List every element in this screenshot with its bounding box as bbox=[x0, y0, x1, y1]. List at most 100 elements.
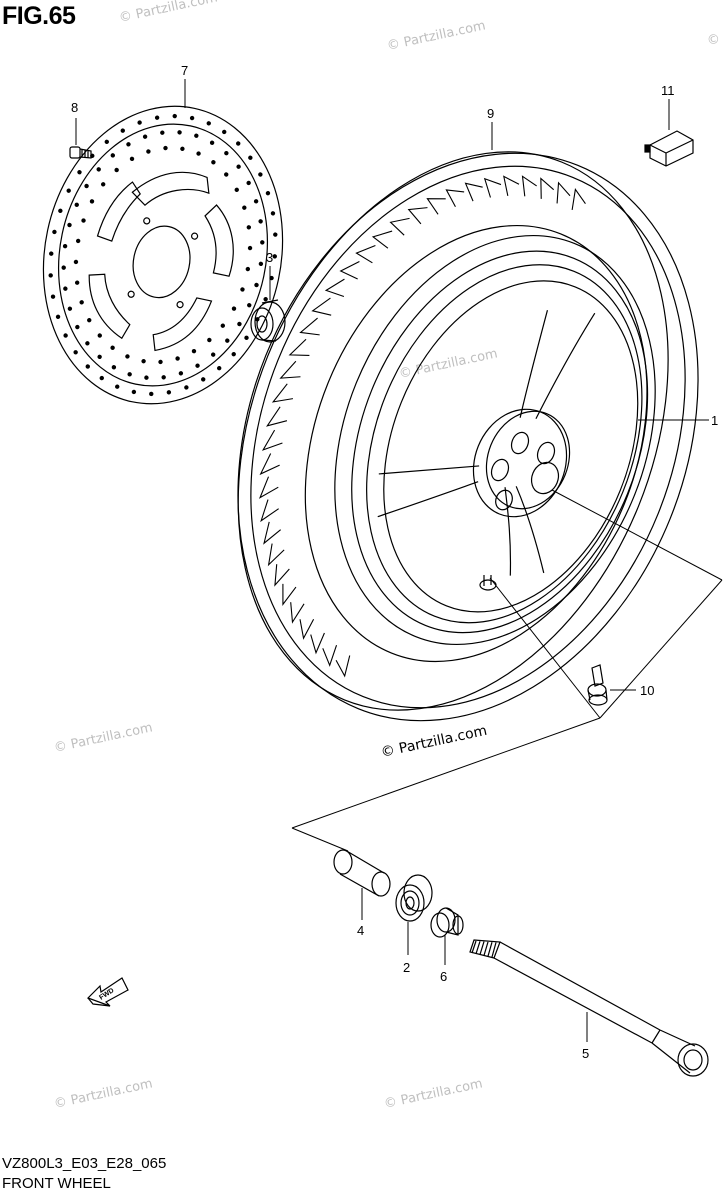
axle-thread-line bbox=[483, 941, 489, 956]
forward-arrow bbox=[86, 977, 129, 1007]
disc-hole bbox=[49, 251, 54, 256]
model-code: VZ800L3_E03_E28_065 bbox=[2, 1155, 167, 1172]
disc-hole bbox=[209, 140, 215, 145]
disc-hole bbox=[120, 128, 125, 133]
disc-hole bbox=[263, 297, 268, 302]
disc-hole bbox=[166, 390, 172, 395]
disc-hole bbox=[272, 254, 277, 259]
disc-hole bbox=[87, 317, 92, 323]
disc-hole bbox=[160, 130, 165, 135]
callout-5: 5 bbox=[582, 1046, 589, 1061]
disc-hole bbox=[224, 172, 229, 177]
watermark-text: © Partzilla.com bbox=[380, 723, 489, 761]
disc-hole bbox=[142, 134, 148, 139]
watermark-text: © Partzilla.com bbox=[53, 720, 154, 756]
tread-block bbox=[322, 645, 338, 667]
callout-7: 7 bbox=[181, 63, 188, 78]
callout-11: 11 bbox=[661, 83, 675, 98]
disc-hole bbox=[74, 202, 79, 207]
disc-hole bbox=[175, 356, 180, 361]
tread-block bbox=[266, 406, 288, 427]
disc-hole bbox=[61, 265, 66, 270]
disc-hole bbox=[253, 199, 259, 204]
disc-hole bbox=[67, 306, 73, 311]
disc-hole bbox=[191, 348, 197, 354]
disc-hole bbox=[265, 190, 271, 196]
disc-hole bbox=[48, 273, 53, 278]
wheel-hub bbox=[472, 408, 571, 591]
disc-hole bbox=[58, 208, 63, 213]
watermark-text: © Partzilla.com bbox=[383, 1076, 484, 1112]
disc-hole bbox=[248, 155, 253, 160]
tread-block bbox=[267, 543, 285, 567]
spacer-collar bbox=[430, 907, 464, 938]
tread-block bbox=[407, 207, 428, 225]
brake-disc bbox=[42, 105, 284, 405]
tread-block bbox=[426, 198, 446, 215]
disc-hole bbox=[184, 385, 189, 390]
disc-hole bbox=[141, 358, 146, 364]
disc-hole bbox=[81, 218, 86, 223]
tread-block bbox=[259, 453, 280, 476]
disc-hole bbox=[129, 156, 135, 162]
disc-hole bbox=[258, 261, 264, 267]
figure-title: FRONT WHEEL bbox=[2, 1175, 111, 1192]
disc-hole bbox=[246, 180, 251, 186]
disc-hole bbox=[110, 345, 115, 350]
tread-block bbox=[389, 217, 410, 236]
disc-hole bbox=[52, 229, 57, 235]
axle-thread-line bbox=[471, 940, 477, 954]
tread-block bbox=[282, 583, 297, 606]
disc-hole bbox=[149, 391, 154, 397]
axle-thread-line bbox=[491, 942, 497, 958]
wheel-rim bbox=[334, 234, 656, 646]
tread-block bbox=[261, 429, 283, 451]
disc-hole bbox=[77, 170, 82, 175]
bearing-right bbox=[395, 874, 433, 922]
disc-hole bbox=[67, 222, 72, 228]
disc-hole bbox=[74, 280, 80, 285]
axle bbox=[469, 939, 709, 1077]
tread-block bbox=[483, 177, 502, 198]
tread-block bbox=[339, 261, 360, 280]
disc-hole bbox=[125, 354, 130, 359]
disc-hole bbox=[126, 142, 131, 147]
disc-hole bbox=[55, 314, 61, 320]
tread-block bbox=[556, 181, 571, 204]
disc-hole bbox=[177, 130, 182, 135]
watermark-text: © Partzilla.com bbox=[706, 13, 724, 49]
callout-2: 2 bbox=[403, 960, 410, 975]
disc-hole bbox=[127, 372, 132, 377]
disc-hole bbox=[104, 139, 109, 145]
disc-hole bbox=[66, 188, 71, 193]
tread-block bbox=[271, 383, 294, 403]
disc-hole bbox=[254, 282, 259, 288]
disc-hole bbox=[237, 321, 242, 327]
disc-bolt bbox=[69, 146, 92, 159]
disc-hole bbox=[220, 323, 226, 328]
disc-hole bbox=[99, 375, 104, 381]
watermark-text: © Partzilla.com bbox=[118, 0, 219, 26]
tread-block bbox=[299, 618, 315, 640]
callout-numbers: 1 2 3 4 5 6 7 8 9 10 11 bbox=[71, 63, 718, 1061]
disc-hole bbox=[210, 352, 216, 357]
tread-block bbox=[503, 175, 520, 196]
disc-hole bbox=[115, 384, 120, 389]
disc-hole bbox=[270, 211, 276, 216]
disc-hole bbox=[131, 389, 137, 395]
tread-block bbox=[521, 175, 537, 197]
balancer-weight bbox=[644, 130, 694, 167]
callout-4: 4 bbox=[357, 923, 364, 938]
axle-thread-line bbox=[487, 942, 493, 957]
tread-block bbox=[464, 182, 483, 202]
disc-hole bbox=[244, 335, 249, 340]
tread-block bbox=[258, 476, 279, 499]
disc-hole bbox=[154, 115, 160, 120]
tread-block bbox=[355, 244, 376, 264]
disc-hole bbox=[247, 245, 253, 251]
disc-hole bbox=[73, 350, 78, 355]
disc-hole bbox=[234, 187, 239, 193]
disc-hole bbox=[63, 286, 68, 291]
disc-hole bbox=[258, 172, 263, 177]
disc-hole bbox=[84, 183, 89, 189]
